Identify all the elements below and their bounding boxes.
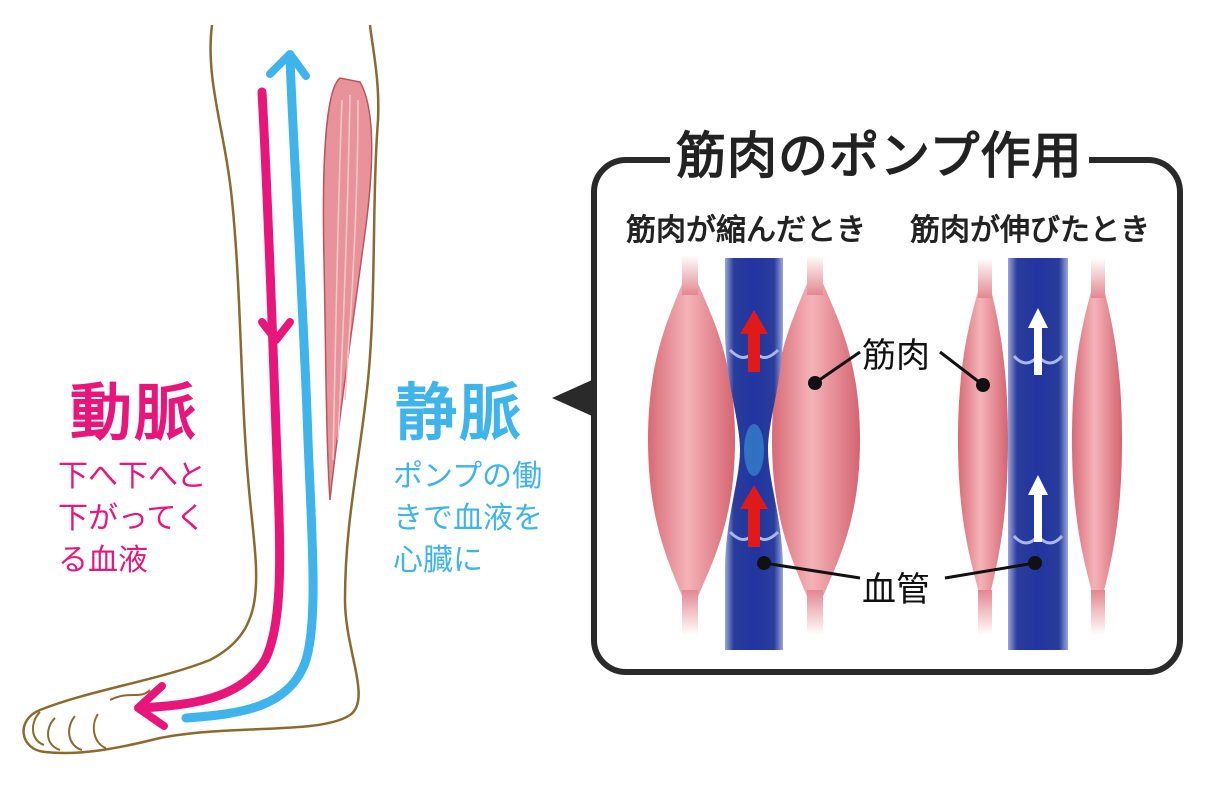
calf-muscle [322,77,373,501]
vein-description: ポンプの働 きで血液を 心臓に [393,459,543,578]
muscle-right-b [1072,262,1122,618]
contracted-state [648,255,860,650]
leg-illustration [22,24,380,755]
pointer-triangle [552,380,592,416]
relaxed-state [958,258,1122,650]
tendon-right-a-top [978,258,992,298]
callout-dot [976,378,990,392]
muscle-left-b [772,260,860,620]
artery-arrowhead-mid [258,318,294,344]
callout-dot [808,376,822,390]
tendon-right-b-bottom [1091,590,1105,635]
vein-arrowhead [266,50,310,80]
tendon-left-a-bottom [682,590,698,635]
callout-leaders [757,350,1042,580]
calf-muscle-fibers [332,94,359,461]
artery-title: 動脈 [70,376,199,449]
tendon-left-b-top [807,255,823,295]
tendon-left-b-bottom [807,590,823,635]
toe-lines [32,711,107,751]
muscle-left-a [648,260,735,620]
red-up-arrow-icon [740,310,768,372]
vessel-callout-label: 血管 [862,570,930,610]
panel-title: 筋肉のポンプ作用 [670,116,1089,188]
vessel-narrow-point [744,424,764,476]
tendon-right-a-bottom [978,590,992,635]
artery-description: 下へ下へと 下がってく る血液 [58,459,207,578]
muscle-callout-label: 筋肉 [862,336,930,376]
callout-dot [757,556,771,570]
white-up-arrow-icon [1028,308,1048,375]
vein-arrow [181,55,318,723]
artery-arrowhead-end [134,682,168,730]
vein-title: 静脈 [395,376,524,449]
tendon-left-a-top [682,255,698,295]
artery-arrow [135,87,285,713]
leg-outline [22,24,380,755]
contracted-caption: 筋肉が縮んだとき [626,213,866,248]
tendon-right-b-top [1091,258,1105,298]
red-up-arrow-icon [740,485,768,547]
white-up-arrow-icon [1028,475,1048,542]
muscle-right-a [958,262,1008,618]
callout-dot [1028,556,1042,570]
relaxed-caption: 筋肉が伸びたとき [910,213,1150,248]
ankle-line [109,689,151,701]
